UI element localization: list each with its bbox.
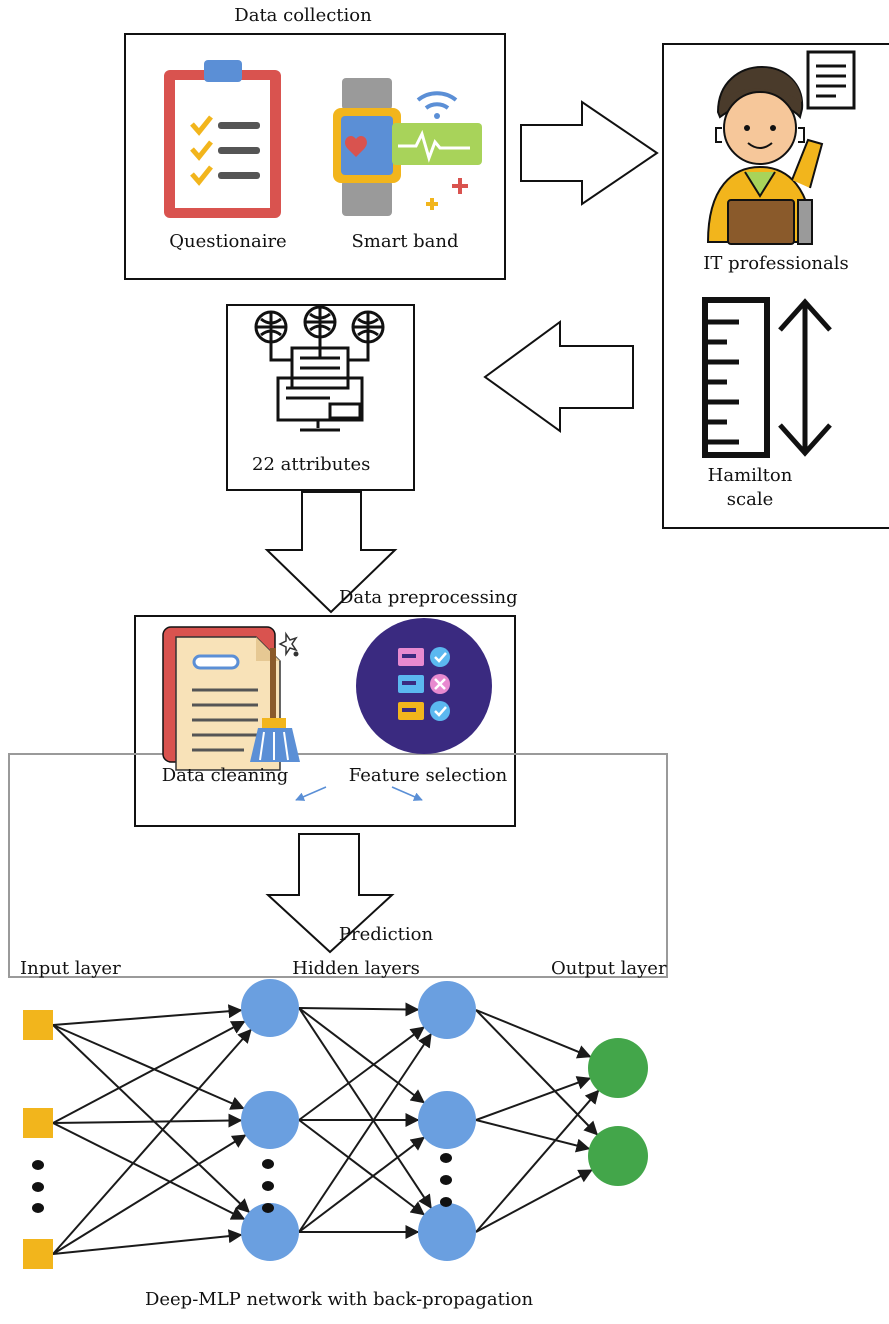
data-collection-title: Data collection	[234, 5, 372, 26]
arrow-right	[520, 100, 659, 206]
smart-band-label: Smart band	[351, 231, 459, 252]
connection-arrow	[298, 1002, 420, 1017]
hidden-layer-pointer-left	[295, 786, 327, 801]
ellipsis-dot	[262, 1203, 274, 1213]
output-node	[588, 1126, 648, 1186]
network-caption: Deep-MLP network with back-propagation	[144, 1289, 534, 1310]
connection-arrow	[298, 1119, 425, 1216]
double-arrow-icon	[778, 298, 832, 457]
hidden-node	[418, 1203, 476, 1261]
connection-arrow	[298, 1032, 432, 1233]
attributes-box	[226, 304, 415, 491]
connection-arrow	[298, 1136, 425, 1233]
connection-arrow	[52, 1004, 243, 1026]
smart-band-icon	[333, 78, 482, 216]
ellipsis-dot	[440, 1153, 452, 1163]
input-node	[23, 1010, 53, 1040]
it-panel-box	[662, 43, 889, 529]
network-computer-icon	[254, 305, 385, 432]
input-node	[23, 1108, 53, 1138]
preprocessing-box	[134, 615, 516, 827]
arrow-down-1	[264, 491, 398, 614]
hamilton-ruler-icon	[702, 297, 770, 458]
ellipsis-dot	[32, 1203, 44, 1213]
connection-arrow	[298, 1007, 425, 1104]
arrow-down-2	[265, 833, 395, 954]
attributes-label: 22 attributes	[252, 454, 371, 475]
hidden-layers-label: Hidden layers	[292, 958, 420, 979]
connection-arrow	[475, 1169, 593, 1233]
connection-arrow	[52, 1024, 251, 1213]
data-collection-box	[124, 33, 506, 280]
data-cleaning-icon	[162, 626, 300, 771]
arrow-left	[483, 320, 634, 433]
connection-arrow	[475, 1009, 592, 1059]
input-node	[23, 1239, 53, 1269]
output-layer-label: Output layer	[551, 958, 667, 979]
connection-arrow	[475, 1009, 599, 1136]
output-node	[588, 1038, 648, 1098]
connection-arrow	[52, 1229, 243, 1255]
connection-arrow	[475, 1119, 591, 1153]
connection-arrow	[52, 1122, 246, 1220]
prediction-title: Prediction	[338, 924, 434, 945]
questionnaire-label: Questionaire	[169, 231, 287, 252]
clipboard-icon	[164, 60, 281, 218]
hamilton-label-line1: Hamilton	[707, 465, 793, 486]
it-professional-icon	[706, 50, 856, 245]
hidden-layer-pointer-right	[391, 786, 423, 801]
connection-arrow	[52, 1028, 252, 1255]
hidden-node	[241, 1091, 299, 1149]
ellipsis-dot	[440, 1197, 452, 1207]
ellipsis-dot	[262, 1181, 274, 1191]
hidden-node	[241, 979, 299, 1037]
connection-arrow	[52, 1024, 245, 1110]
connection-arrow	[298, 1026, 425, 1121]
prediction-box	[8, 753, 668, 978]
mlp-nodes	[23, 979, 648, 1269]
feature-selection-icon	[356, 618, 492, 754]
it-professionals-label: IT professionals	[703, 253, 849, 274]
connection-arrow	[52, 1113, 243, 1128]
connection-arrow	[52, 1020, 246, 1124]
ellipsis-dot	[440, 1175, 452, 1185]
ellipsis-dot	[32, 1182, 44, 1192]
ellipsis-dot	[262, 1159, 274, 1169]
hidden-node	[418, 981, 476, 1039]
connection-arrow	[298, 1007, 432, 1209]
hidden-node	[418, 1091, 476, 1149]
data-preprocessing-title: Data preprocessing	[339, 587, 518, 608]
connection-arrow	[475, 1089, 600, 1233]
feature-selection-label: Feature selection	[348, 765, 508, 786]
ellipsis-dot	[32, 1160, 44, 1170]
connection-arrow	[475, 1076, 592, 1121]
hamilton-label-line2: scale	[726, 489, 774, 510]
hidden-node	[241, 1203, 299, 1261]
data-cleaning-label: Data cleaning	[161, 765, 289, 786]
input-layer-label: Input layer	[20, 958, 121, 979]
connection-arrow	[52, 1134, 247, 1255]
mlp-connections	[52, 1002, 600, 1255]
